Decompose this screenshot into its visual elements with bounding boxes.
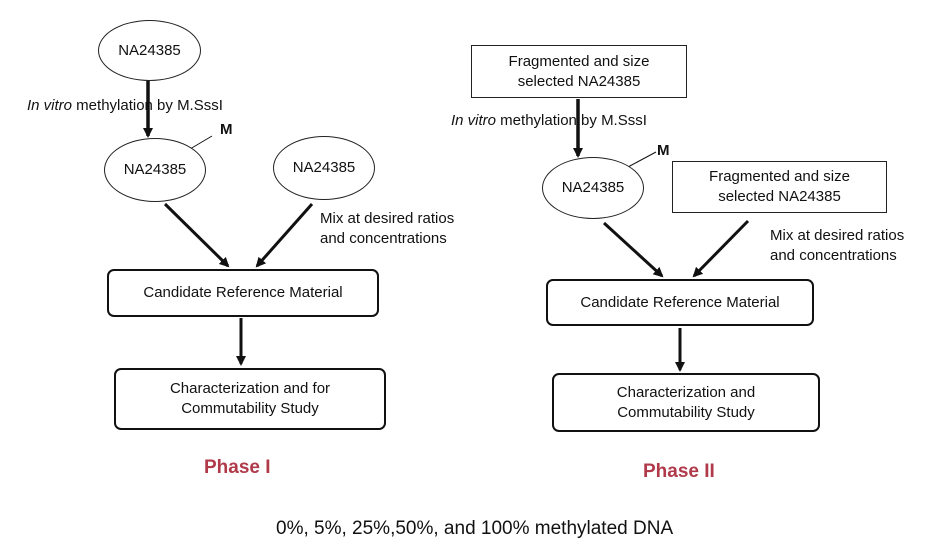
p1-char-line2: Commutability Study [181,400,319,417]
p2-frag-line2: selected NA24385 [718,188,841,205]
p1-characterization-box: Characterization and for Commutability S… [114,368,386,430]
p2-methylated-node: NA24385 [542,157,644,219]
p1-arrow-unmethylated-to-candidate [255,203,314,268]
p1-unmethylated-node: NA24385 [273,136,375,200]
p2-char-line2: Commutability Study [617,403,755,421]
p1-mix-line1: Mix at desired ratios [320,210,455,227]
p2-methyl-tick [627,151,657,168]
p2-mix-line2: and concentrations [770,247,897,264]
p1-candidate-label: Candidate Reference Material [143,284,343,301]
p2-candidate-label: Candidate Reference Material [580,293,780,311]
p2-top-line2: selected NA24385 [517,72,641,90]
p2-methylation-label: In vitro methylation by M.SssI [451,111,647,131]
p1-methylation-label-italic: In vitro [27,97,73,114]
p2-mix-line1: Mix at desired ratios [770,227,905,244]
p1-arrow-methylated-to-candidate [163,202,230,268]
p2-methyl-mark: M [657,142,670,159]
p1-top-node-label: NA24385 [118,41,181,59]
p1-mix-line2: and concentrations [320,230,447,247]
p2-char-line1: Characterization and [616,383,756,401]
p2-top-box: Fragmented and size selected NA24385 [471,45,687,98]
p1-top-node: NA24385 [98,20,201,81]
p1-candidate-box: Candidate Reference Material [107,269,379,317]
p1-methyl-mark: M [220,121,233,138]
p1-unmethylated-node-label: NA24385 [292,159,356,176]
phase-ii-title: Phase II [643,461,715,482]
p2-mix-label: Mix at desired ratios and concentrations [770,226,904,266]
p1-mix-label: Mix at desired ratios and concentrations [320,209,454,249]
p2-arrow-methylated-to-candidate [602,221,664,278]
p1-methylated-node: NA24385 [104,138,206,202]
p1-methylation-label-rest: methylation by M.SssI [72,97,223,114]
p2-frag-line1: Fragmented and size [709,168,850,185]
p1-methylation-label: In vitro methylation by M.SssI [27,96,223,116]
p2-methylation-label-rest: methylation by M.SssI [496,112,647,129]
p2-arrow-fragmented-to-candidate [692,219,750,278]
p1-char-line1: Characterization and for [169,380,331,397]
p2-top-line1: Fragmented and size [508,52,650,70]
p2-characterization-box: Characterization and Commutability Study [552,373,820,432]
p2-candidate-box: Candidate Reference Material [546,279,814,326]
phase-i-title: Phase I [204,457,271,478]
p1-methylated-node-label: NA24385 [123,161,187,178]
p2-methylated-node-label: NA24385 [561,179,625,196]
p2-methylation-label-italic: In vitro [451,112,497,129]
footer-caption: 0%, 5%, 25%,50%, and 100% methylated DNA [276,518,674,539]
p2-fragmented-box: Fragmented and size selected NA24385 [672,161,887,213]
